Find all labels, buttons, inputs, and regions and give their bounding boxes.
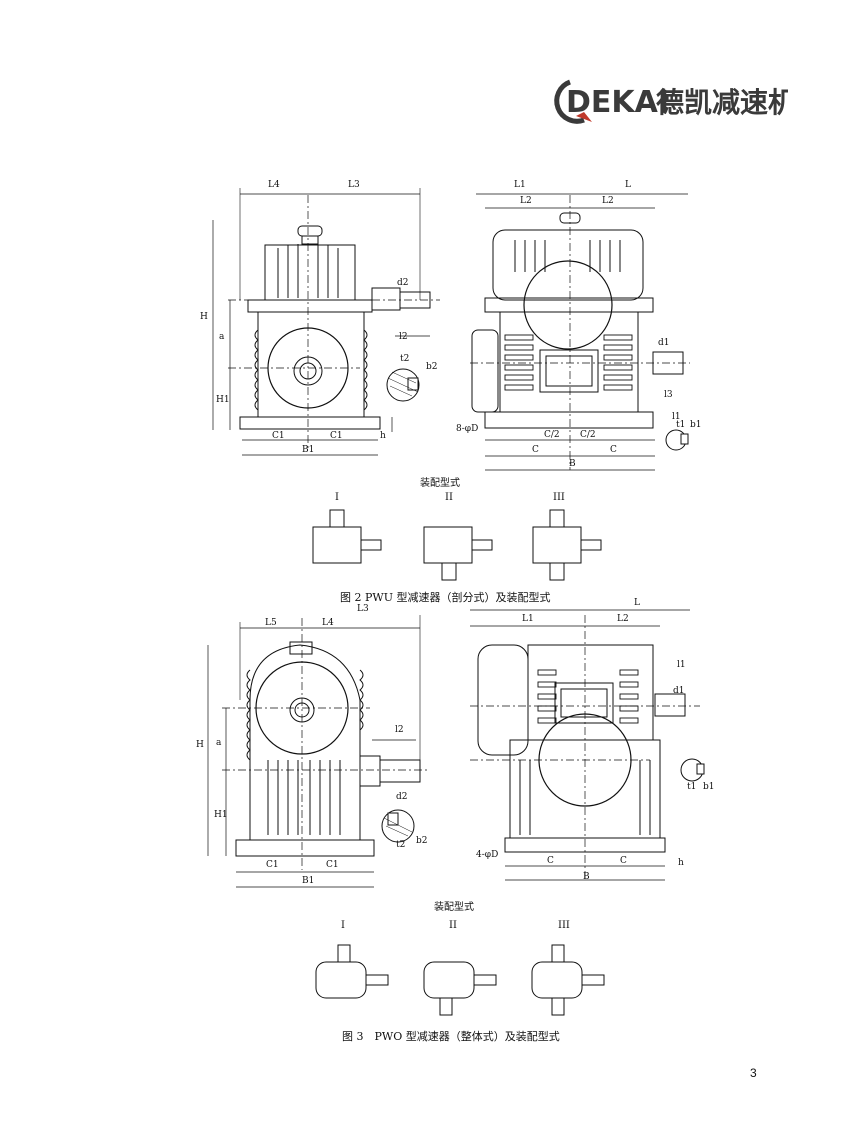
dim-label: 8-φD (456, 424, 479, 434)
dim-label: L2 (617, 614, 629, 624)
dim-label: L4 (322, 618, 334, 628)
dim-label: C/2 (544, 430, 560, 440)
dim-label: H1 (214, 810, 228, 820)
dim-label: a (216, 738, 222, 748)
dim-label: C (610, 445, 617, 455)
dim-label: d2 (397, 278, 409, 288)
dim-label: L3 (348, 180, 360, 190)
dim-label: L1 (514, 180, 526, 190)
dim-label: B1 (302, 445, 315, 455)
dim-label: C1 (330, 431, 343, 441)
dim-label: h (380, 431, 386, 441)
dim-label: H (200, 312, 208, 322)
logo-arrow-icon (576, 112, 592, 122)
dim-label: L2 (602, 196, 614, 206)
brand-logo: DEKAI 德凯减速机 (548, 76, 796, 128)
dim-label: L (634, 598, 640, 608)
dim-label: d2 (396, 792, 408, 802)
fig3-right-view (470, 609, 705, 882)
dim-label: h (678, 858, 684, 868)
dim-label: L2 (520, 196, 532, 206)
form-label: III (558, 920, 570, 931)
form-label: II (449, 920, 457, 931)
fig3-assembly-title: 装配型式 (434, 902, 474, 913)
dim-label: C (547, 856, 554, 866)
dim-label: b2 (416, 836, 428, 846)
dim-label: b2 (426, 362, 438, 372)
dim-label: l1 (677, 660, 686, 670)
dim-label: L3 (357, 604, 369, 614)
logo-swoosh-icon (554, 79, 585, 124)
dim-label: H1 (216, 395, 230, 405)
dim-label: C1 (326, 860, 339, 870)
form-label: I (335, 492, 339, 503)
fig2-assembly-forms (312, 509, 602, 581)
fig3-assembly-forms (315, 944, 605, 1016)
dim-label: H (196, 740, 204, 750)
dim-label: l3 (664, 390, 673, 400)
fig2-caption: 图 2 PWU 型减速器（剖分式）及装配型式 (340, 591, 551, 604)
fig3-caption: 图 3 PWO 型减速器（整体式）及装配型式 (342, 1030, 560, 1043)
dim-label: C1 (272, 431, 285, 441)
dim-label: b1 (690, 420, 702, 430)
dim-label: B1 (302, 876, 315, 886)
dim-label: b1 (703, 782, 715, 792)
dim-label: B (569, 459, 576, 469)
form-label: II (445, 492, 453, 503)
dim-label: L1 (522, 614, 534, 624)
dim-label: t2 (400, 354, 410, 364)
dim-label: t1 (687, 782, 697, 792)
dim-label: C1 (266, 860, 279, 870)
dim-label: t2 (396, 840, 406, 850)
form-label: I (341, 920, 345, 931)
dim-label: C/2 (580, 430, 596, 440)
dim-label: C (620, 856, 627, 866)
dim-label: l2 (399, 332, 408, 342)
dim-label: 4-φD (476, 850, 499, 860)
fig3-left-view (207, 615, 430, 888)
form-label: III (553, 492, 565, 503)
dim-label: t1 (676, 420, 686, 430)
dim-label: l1 (672, 412, 681, 422)
dim-label: L4 (268, 180, 280, 190)
dim-label: d1 (673, 686, 685, 696)
dim-label: d1 (658, 338, 670, 348)
dim-label: L5 (265, 618, 277, 628)
dim-label: a (219, 332, 225, 342)
logo-brand-latin: DEKAI (566, 85, 669, 120)
dim-label: l2 (395, 725, 404, 735)
dim-label: C (532, 445, 539, 455)
fig2-right-view (470, 193, 690, 471)
fig2-assembly-title: 装配型式 (420, 478, 460, 489)
dim-label: B (583, 872, 590, 882)
dim-label: L (625, 180, 631, 190)
logo-brand-cn: 德凯减速机 (656, 86, 788, 119)
page-number: 3 (750, 1066, 757, 1080)
fig2-left-view (212, 188, 440, 456)
